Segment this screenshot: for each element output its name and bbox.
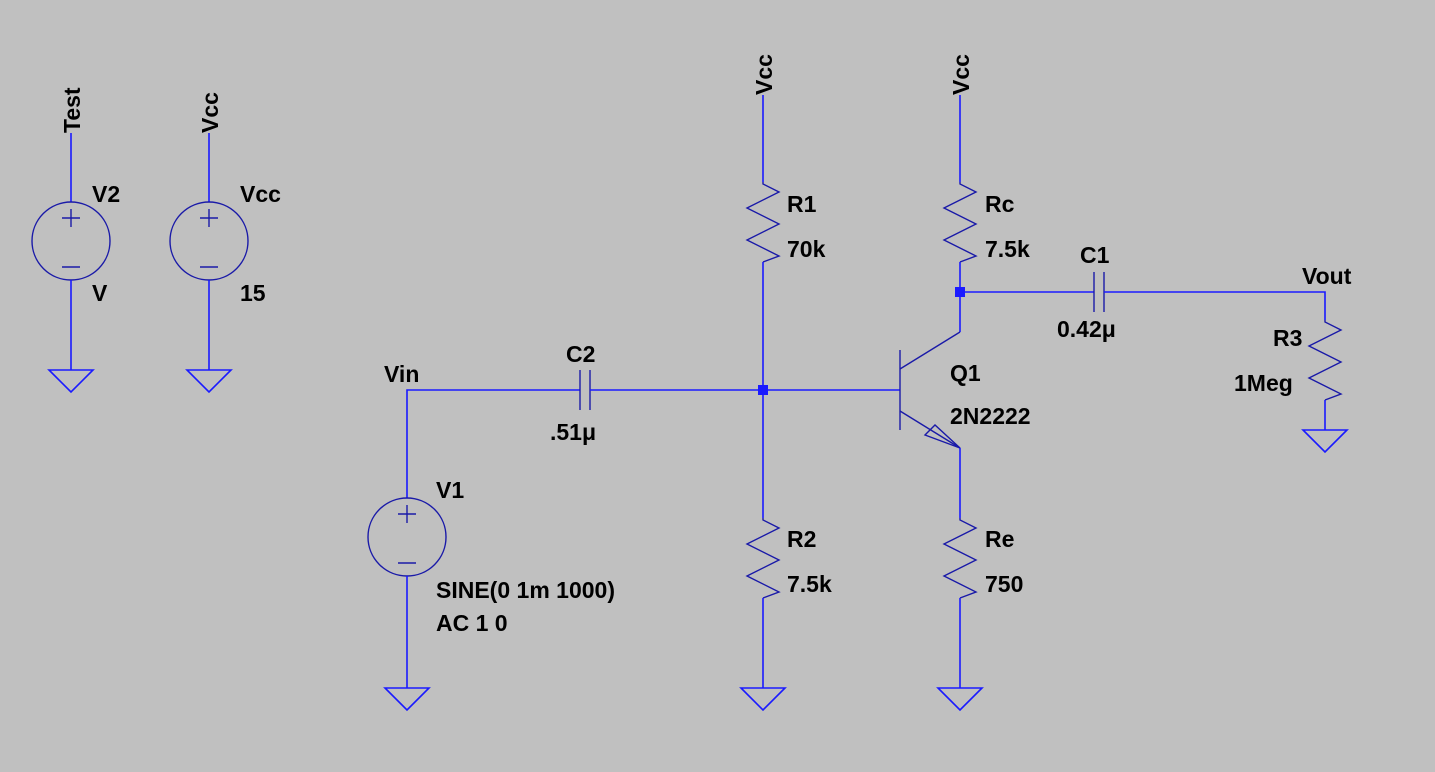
ground-icon <box>1302 429 1348 453</box>
r1-value: 70k <box>787 236 826 262</box>
r1-name: R1 <box>787 191 817 217</box>
ground-icon <box>186 369 232 393</box>
net-label-vout: Vout <box>1302 263 1352 289</box>
net-label-vcc: Vcc <box>948 54 974 95</box>
c2-name: C2 <box>566 341 595 367</box>
capacitor-c2[interactable] <box>579 370 900 410</box>
net-label-test: Test <box>59 87 85 133</box>
junction-dot <box>758 385 768 395</box>
v2-name: V2 <box>92 181 120 207</box>
resistor-r1[interactable] <box>746 95 780 518</box>
r3-name: R3 <box>1273 325 1302 351</box>
vcc-value: 15 <box>240 280 266 306</box>
vcc-name: Vcc <box>240 181 281 207</box>
capacitor-c1[interactable] <box>960 272 1326 320</box>
ground-icon <box>937 687 983 711</box>
r2-value: 7.5k <box>787 571 832 597</box>
resistor-re[interactable] <box>937 448 983 711</box>
net-label-vin: Vin <box>384 361 419 387</box>
v1-name: V1 <box>436 477 464 503</box>
voltage-source-v2[interactable] <box>31 133 111 393</box>
voltage-source-v1[interactable] <box>367 389 580 711</box>
c1-name: C1 <box>1080 242 1110 268</box>
v2-value: V <box>92 280 108 306</box>
q1-name: Q1 <box>950 360 981 386</box>
re-value: 750 <box>985 571 1023 597</box>
r3-value: 1Meg <box>1234 370 1293 396</box>
ground-icon <box>740 687 786 711</box>
v1-value: SINE(0 1m 1000) <box>436 577 615 603</box>
junction-dot <box>955 287 965 297</box>
q1-value: 2N2222 <box>950 403 1031 429</box>
net-label-vcc: Vcc <box>751 54 777 95</box>
c1-value: 0.42μ <box>1057 316 1116 342</box>
resistor-r2[interactable] <box>740 517 786 711</box>
v1-ac: AC 1 0 <box>436 610 508 636</box>
transistor-q1[interactable] <box>899 331 961 449</box>
resistor-r3[interactable] <box>1302 319 1348 453</box>
r2-name: R2 <box>787 526 816 552</box>
ground-icon <box>384 687 430 711</box>
re-name: Re <box>985 526 1014 552</box>
rc-value: 7.5k <box>985 236 1030 262</box>
voltage-source-vcc[interactable] <box>169 133 249 393</box>
net-label-vcc: Vcc <box>197 92 223 133</box>
rc-name: Rc <box>985 191 1015 217</box>
ground-icon <box>48 369 94 393</box>
c2-value: .51μ <box>550 419 596 445</box>
